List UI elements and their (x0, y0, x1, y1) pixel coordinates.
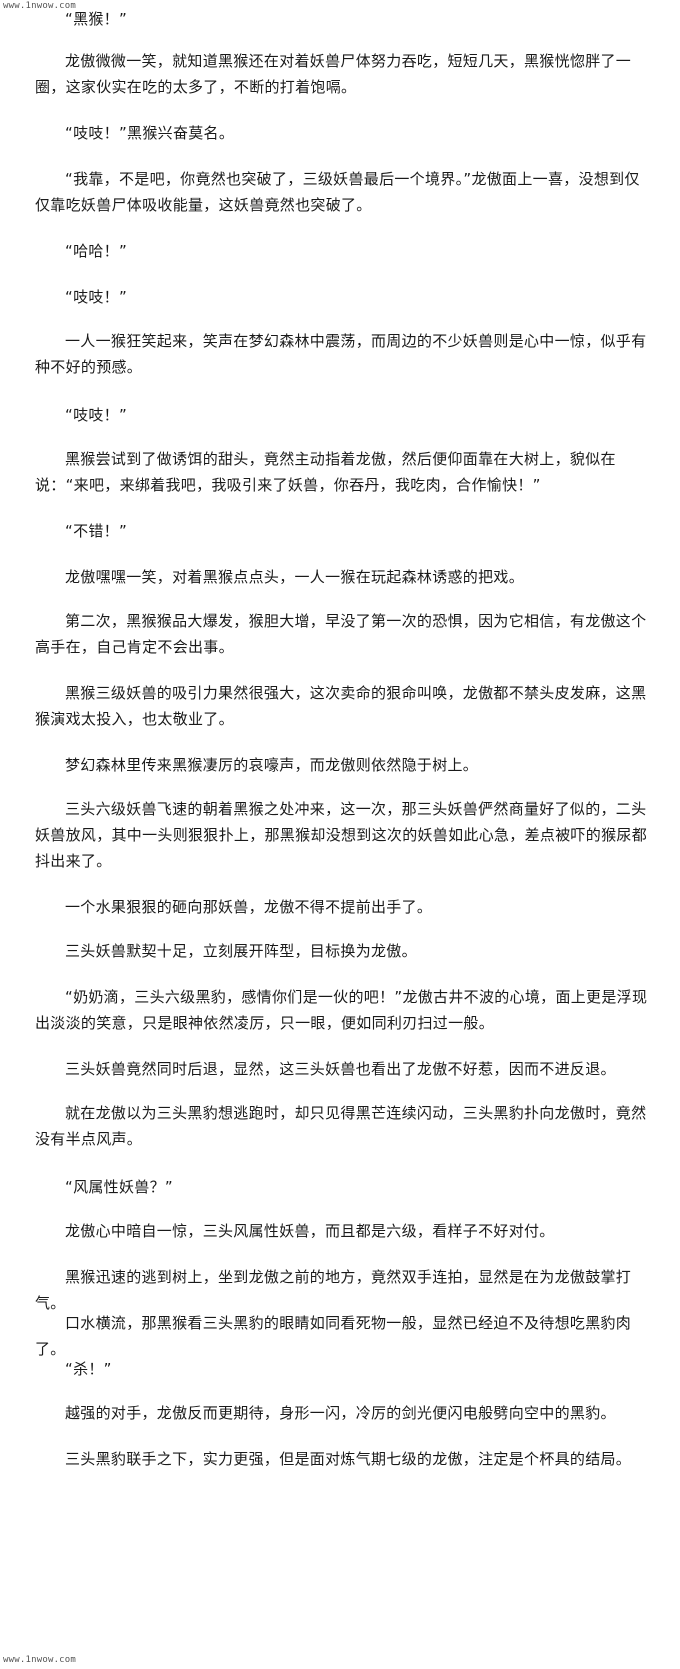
paragraph-16: 一个水果狠狠的砸向那妖兽，龙傲不得不提前出手了。 (65, 898, 433, 916)
paragraph-24: 口水横流，那黑猴看三头黑豹的眼睛如同看死物一般，显然已经迫不及待想吃黑豹肉了。 (35, 1314, 632, 1358)
paragraph-6: “吱吱！” (65, 288, 128, 306)
paragraph-4: “我靠，不是吧，你竟然也突破了，三级妖兽最后一个境界。”龙傲面上一喜，没想到仅仅… (35, 170, 640, 214)
paragraph-1: “黑猴！” (65, 10, 128, 28)
paragraph-9: 黑猴尝试到了做诱饵的甜头，竟然主动指着龙傲，然后便仰面靠在大树上，貌似在说：“来… (35, 450, 616, 494)
paragraph-8: “吱吱！” (65, 406, 128, 424)
paragraph-5: “哈哈！” (65, 242, 128, 260)
paragraph-20: 就在龙傲以为三头黑豹想逃跑时，却只见得黑芒连续闪动，三头黑豹扑向龙傲时，竟然没有… (35, 1104, 647, 1148)
paragraph-2: 龙傲微微一笑，就知道黑猴还在对着妖兽尸体努力吞吃，短短几天，黑猴恍惚胖了一圈，这… (35, 52, 632, 96)
paragraph-10: “不错！” (65, 522, 128, 540)
paragraph-11: 龙傲嘿嘿一笑，对着黑猴点点头，一人一猴在玩起森林诱惑的把戏。 (65, 568, 525, 586)
site-watermark-top: www.1nwow.com (3, 1, 77, 11)
paragraph-7: 一人一猴狂笑起来，笑声在梦幻森林中震荡，而周边的不少妖兽则是心中一惊，似乎有种不… (35, 332, 647, 376)
paragraph-22: 龙傲心中暗自一惊，三头风属性妖兽，而且都是六级，看样子不好对付。 (65, 1222, 555, 1240)
paragraph-15: 三头六级妖兽飞速的朝着黑猴之处冲来，这一次，那三头妖兽俨然商量好了似的，二头妖兽… (35, 800, 648, 870)
paragraph-19: 三头妖兽竟然同时后退，显然，这三头妖兽也看出了龙傲不好惹，因而不进反退。 (65, 1060, 616, 1078)
paragraph-26: 越强的对手，龙傲反而更期待，身形一闪，冷厉的剑光便闪电般劈向空中的黑豹。 (65, 1404, 616, 1422)
paragraph-13: 黑猴三级妖兽的吸引力果然很强大，这次卖命的狠命叫唤，龙傲都不禁头皮发麻，这黑猴演… (35, 684, 647, 728)
paragraph-25: “杀！” (65, 1360, 112, 1378)
paragraph-18: “奶奶滴，三头六级黑豹，感情你们是一伙的吧！”龙傲古井不波的心境，面上更是浮现出… (35, 988, 648, 1032)
site-watermark-bottom: www.1nwow.com (3, 1655, 77, 1665)
paragraph-3: “吱吱！”黑猴兴奋莫名。 (65, 124, 235, 142)
paragraph-14: 梦幻森林里传来黑猴凄厉的哀嚎声，而龙傲则依然隐于树上。 (65, 756, 479, 774)
paragraph-17: 三头妖兽默契十足，立刻展开阵型，目标换为龙傲。 (65, 942, 417, 960)
paragraph-12: 第二次，黑猴猴品大爆发，猴胆大增，早没了第一次的恐惧，因为它相信，有龙傲这个高手… (35, 612, 647, 656)
paragraph-27: 三头黑豹联手之下，实力更强，但是面对炼气期七级的龙傲，注定是个杯具的结局。 (65, 1450, 632, 1468)
paragraph-23: 黑猴迅速的逃到树上，坐到龙傲之前的地方，竟然双手连拍，显然是在为龙傲鼓掌打气。 (35, 1268, 632, 1312)
paragraph-21: “风属性妖兽？” (65, 1178, 173, 1196)
